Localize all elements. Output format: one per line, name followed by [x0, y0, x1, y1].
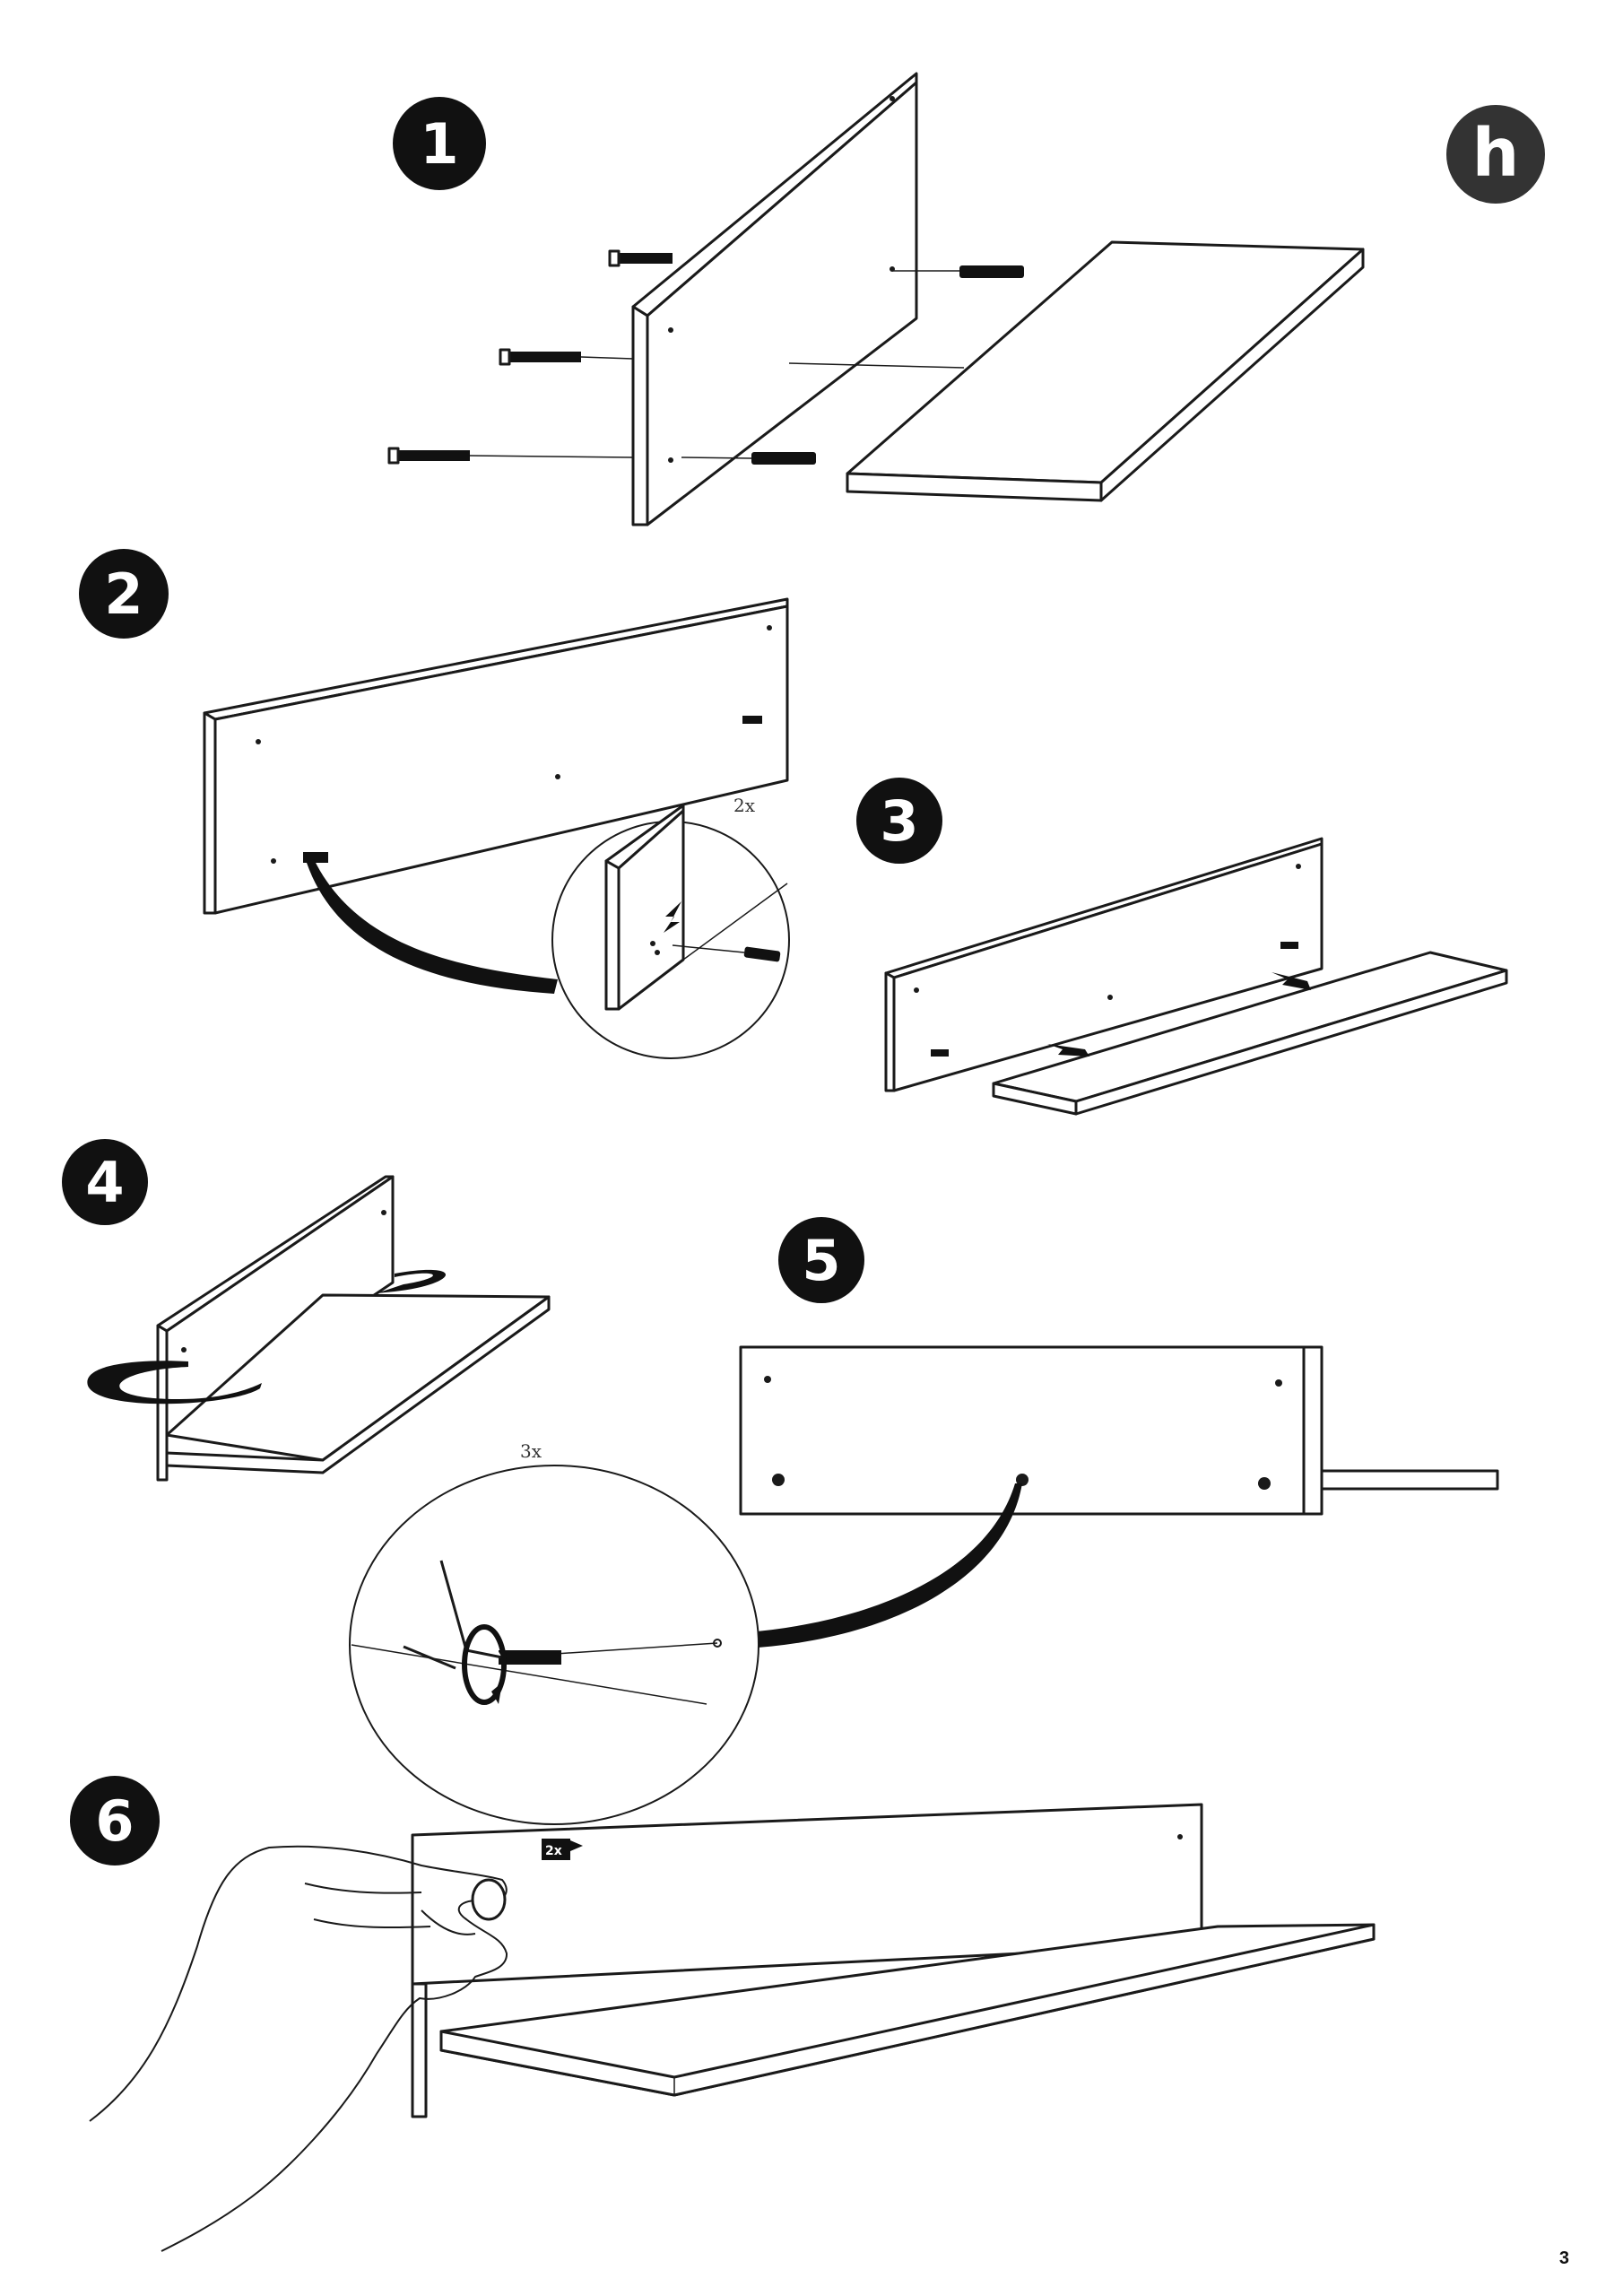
arrow-icon: [1271, 972, 1311, 990]
screw-icon: [499, 348, 634, 366]
step-5-number: 5: [802, 1228, 840, 1293]
brand-logo: h: [1446, 105, 1545, 204]
step-4: 4: [62, 1139, 551, 1482]
clip-badge: 2x: [542, 1839, 583, 1860]
arrow-icon: [664, 901, 681, 933]
step-6-badge: 6: [70, 1776, 160, 1866]
assembled-shelf: [411, 1803, 1376, 2118]
detail-circle: 2x: [551, 795, 790, 1059]
step-1-badge: 1: [393, 97, 486, 190]
step-3-badge: 3: [856, 778, 942, 864]
step-6-quantity: 2x: [545, 1844, 562, 1858]
step-2-badge: 2: [79, 549, 169, 639]
step-5-quantity: 3x: [520, 1440, 542, 1462]
shelf-l-assembly: [156, 1175, 551, 1482]
detail-pointer: [307, 859, 558, 994]
rotate-icon: [462, 1624, 507, 1705]
step-2-quantity: 2x: [733, 795, 756, 816]
detail-circle: 3x: [349, 1440, 759, 1825]
step-2: 2 2x: [79, 549, 790, 1059]
screw-icon: [608, 249, 673, 267]
side-panel: [631, 72, 918, 526]
step-4-badge: 4: [62, 1139, 148, 1225]
back-panel: [884, 837, 1324, 1092]
step-1: 1: [387, 72, 1365, 526]
step-3-number: 3: [880, 788, 918, 854]
screw-icon: [387, 447, 634, 465]
step-5: 5 3x: [349, 1217, 1499, 1825]
dowel-icon: [681, 452, 816, 465]
shelf-board: [846, 240, 1365, 502]
step-1-number: 1: [420, 111, 458, 177]
detail-pointer: [744, 1483, 1022, 1648]
brand-logo-letter: h: [1472, 115, 1520, 192]
step-5-badge: 5: [778, 1217, 864, 1303]
page-number: 3: [1558, 2248, 1569, 2268]
step-2-number: 2: [104, 561, 143, 627]
step-6-number: 6: [95, 1788, 134, 1854]
step-4-number: 4: [85, 1150, 124, 1215]
arrow-icon: [1047, 1044, 1089, 1057]
back-panel: [739, 1345, 1499, 1516]
step-3: 3: [856, 778, 1508, 1116]
shelf-board: [992, 951, 1508, 1116]
hand-illustration: [89, 1845, 508, 2252]
step-6: 6 2x: [70, 1776, 1376, 2252]
back-panel: [203, 597, 789, 915]
rotate-icon: [87, 1361, 262, 1405]
dowel-icon: [892, 265, 1024, 278]
rotate-icon: [377, 1269, 447, 1293]
